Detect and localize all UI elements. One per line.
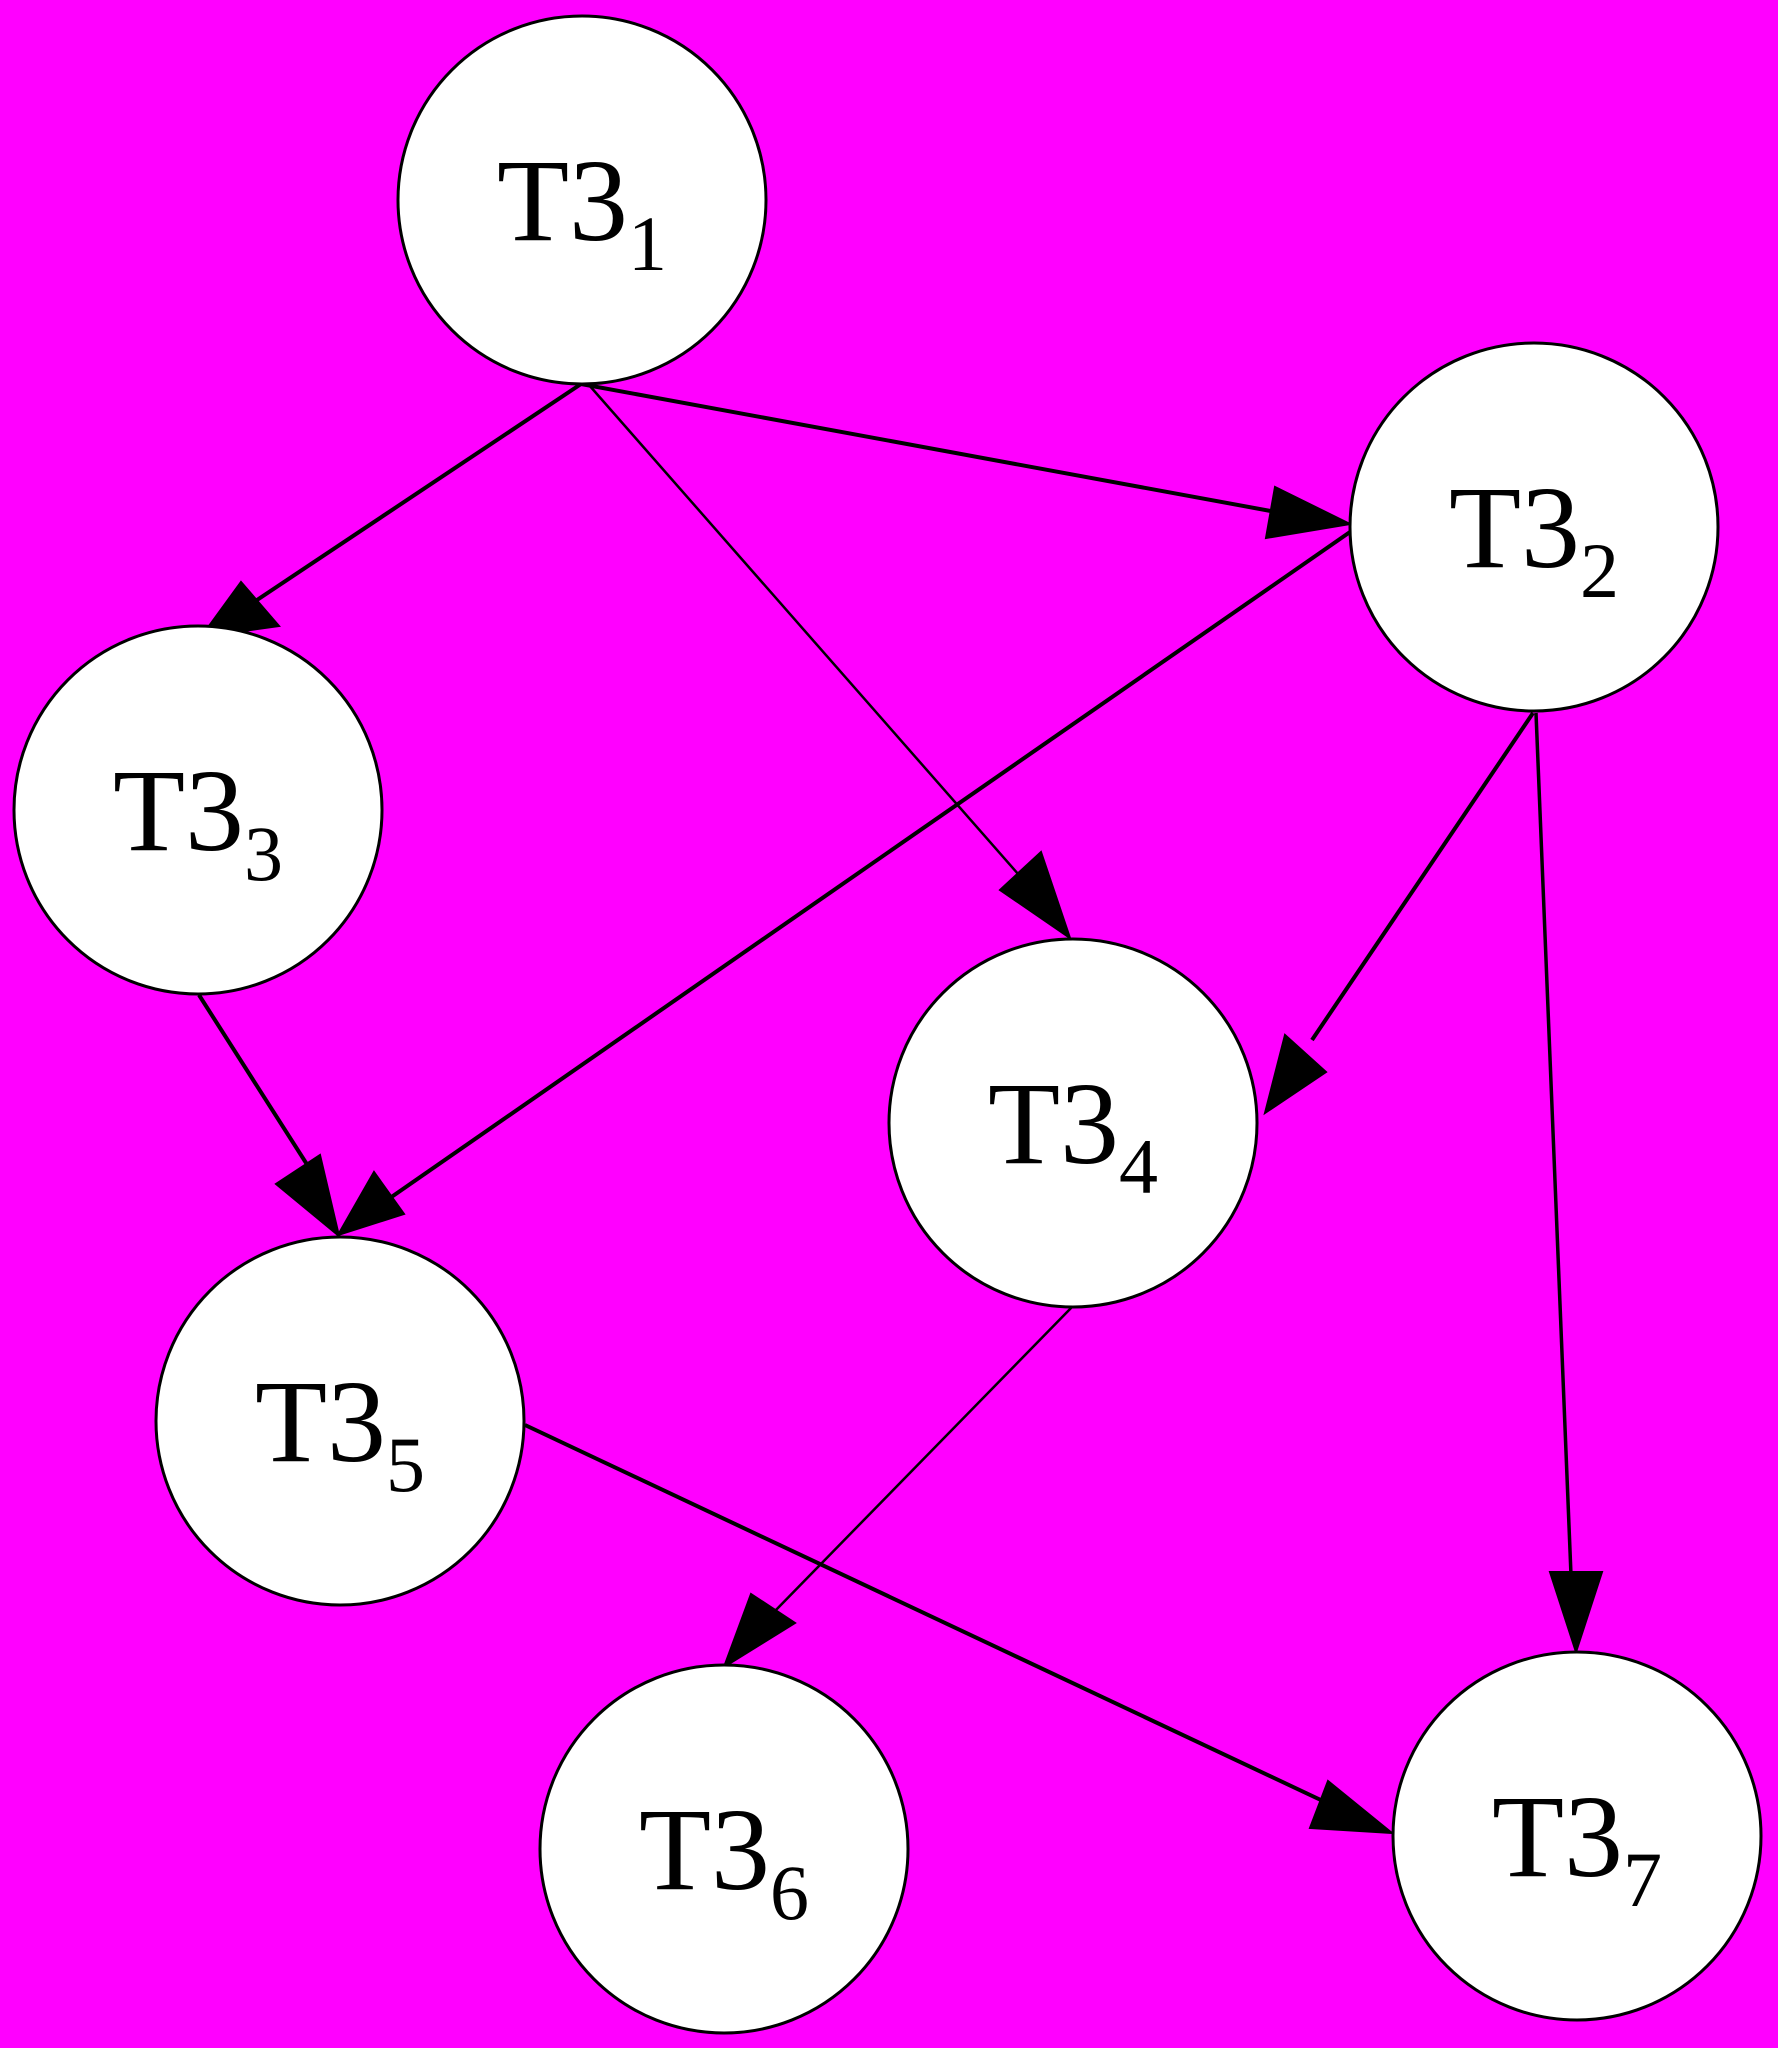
edge-t3-3-to-t3-5 [197, 993, 341, 1239]
edge-t3-1-to-t3-4 [588, 384, 1072, 941]
edge-t3-2-to-t3-5 [335, 530, 1352, 1237]
node-t3-7: T37 [1391, 1650, 1763, 2022]
node-label: T35 [255, 1356, 425, 1508]
node-t3-2: T32 [1348, 341, 1720, 713]
edge-t3-4-to-t3-6 [722, 1306, 1073, 1670]
node-label: T37 [1492, 1771, 1662, 1923]
node-label: T36 [639, 1784, 809, 1936]
node-t3-6: T36 [538, 1663, 910, 2035]
edge-t3-5-to-t3-7 [524, 1423, 1396, 1835]
nodes-layer: T31 T32 T33 T34 T35 [12, 14, 1763, 2035]
node-t3-3: T33 [12, 624, 384, 996]
node-t3-5: T35 [154, 1235, 526, 1607]
node-label: T33 [113, 745, 283, 897]
node-label: T32 [1449, 462, 1619, 614]
node-label: T31 [497, 135, 667, 287]
edge-t3-2-to-t3-4 [1263, 711, 1535, 1116]
edges-layer [197, 382, 1604, 1835]
node-t3-1: T31 [396, 14, 768, 386]
node-t3-4: T34 [887, 937, 1259, 1309]
edge-t3-2-to-t3-7 [1534, 712, 1604, 1656]
node-label: T34 [988, 1058, 1158, 1210]
edge-t3-1-to-t3-2 [580, 382, 1354, 540]
